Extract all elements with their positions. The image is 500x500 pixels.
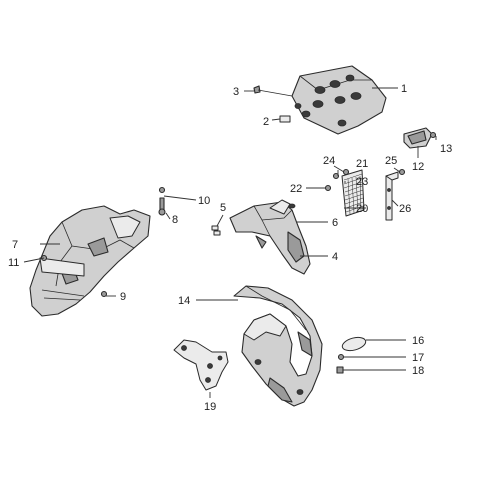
part-screw-21 — [332, 172, 340, 180]
part-screw-9 — [100, 290, 108, 298]
part-screw-13 — [429, 131, 437, 139]
callout-23: 23 — [356, 176, 368, 188]
callout-18: 18 — [412, 365, 424, 377]
part-clip-2 — [279, 115, 291, 123]
callout-14: 14 — [178, 295, 190, 307]
callout-22: 22 — [290, 183, 302, 195]
part-bolt-8 — [158, 197, 166, 216]
part-screw-25 — [398, 168, 406, 176]
callout-11: 11 — [8, 257, 19, 269]
callout-2: 2 — [263, 116, 269, 128]
part-top-cover — [291, 65, 387, 135]
part-rear-inner-fender — [29, 205, 151, 317]
callout-8: 8 — [172, 214, 178, 226]
callout-21: 21 — [356, 158, 368, 170]
part-spacer-18 — [336, 366, 344, 374]
part-washer-10 — [158, 186, 166, 194]
part-nut-17 — [337, 353, 345, 361]
leader-lines — [23, 87, 437, 398]
part-grille-panel — [341, 169, 365, 217]
callout-1: 1 — [401, 83, 407, 95]
callout-19: 19 — [204, 401, 216, 413]
callout-24: 24 — [323, 155, 335, 167]
callout-20: 20 — [356, 203, 368, 215]
part-mudguard-bracket — [229, 199, 311, 275]
callout-13: 13 — [440, 143, 452, 155]
callout-16: 16 — [412, 335, 424, 347]
callout-25: 25 — [385, 155, 397, 167]
callout-9: 9 — [120, 291, 126, 303]
part-reflector-16 — [341, 336, 367, 352]
callout-10: 10 — [198, 195, 210, 207]
callout-17: 17 — [412, 352, 424, 364]
part-screw-22 — [324, 184, 332, 192]
part-screw-24 — [342, 168, 350, 176]
part-license-bracket — [385, 171, 399, 221]
callout-5: 5 — [220, 202, 226, 214]
callout-4: 4 — [332, 251, 338, 263]
callout-26: 26 — [399, 203, 411, 215]
part-front-bracket — [173, 339, 229, 391]
callout-6: 6 — [332, 217, 338, 229]
part-tail-lamp — [403, 127, 433, 149]
part-front-mudguard — [233, 285, 323, 407]
callout-12: 12 — [412, 161, 424, 173]
part-screw-3 — [253, 85, 293, 97]
callout-3: 3 — [233, 86, 239, 98]
callout-7: 7 — [12, 239, 18, 251]
part-clip-5 — [211, 225, 221, 236]
